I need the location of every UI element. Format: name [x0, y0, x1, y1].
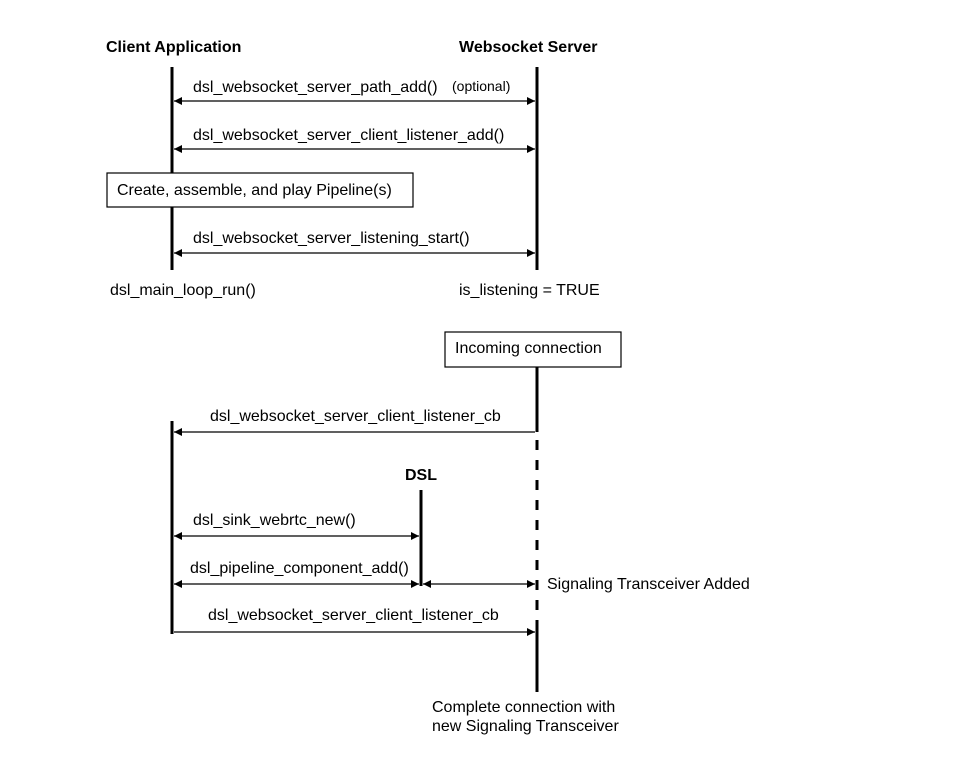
complete-connection-line1: Complete connection with — [432, 699, 615, 716]
dsl-header: DSL — [405, 467, 437, 484]
complete-connection-line2: new Signaling Transceiver — [432, 718, 619, 735]
websocket-server-header: Websocket Server — [459, 39, 597, 56]
msg-client-listener-add-label: dsl_websocket_server_client_listener_add… — [193, 127, 504, 144]
msg-path-add-label: dsl_websocket_server_path_add() — [193, 79, 438, 96]
msg-component-add-label: dsl_pipeline_component_add() — [190, 560, 409, 577]
msg-listener-cb-2-label: dsl_websocket_server_client_listener_cb — [208, 607, 499, 624]
client-state-main-loop: dsl_main_loop_run() — [110, 282, 256, 299]
incoming-connection-box — [444, 331, 622, 368]
server-state-listening: is_listening = TRUE — [459, 282, 600, 299]
transceiver-added-note: Signaling Transceiver Added — [547, 576, 750, 593]
msg-path-add-optional-note: (optional) — [452, 78, 510, 94]
pipelines-box-label: Create, assemble, and play Pipeline(s) — [117, 182, 392, 199]
client-application-header: Client Application — [106, 39, 241, 56]
msg-sink-new-label: dsl_sink_webrtc_new() — [193, 512, 356, 529]
incoming-connection-label: Incoming connection — [455, 340, 602, 357]
msg-listening-start-label: dsl_websocket_server_listening_start() — [193, 230, 470, 247]
pipelines-box — [106, 172, 414, 208]
msg-listener-cb-1-label: dsl_websocket_server_client_listener_cb — [210, 408, 501, 425]
